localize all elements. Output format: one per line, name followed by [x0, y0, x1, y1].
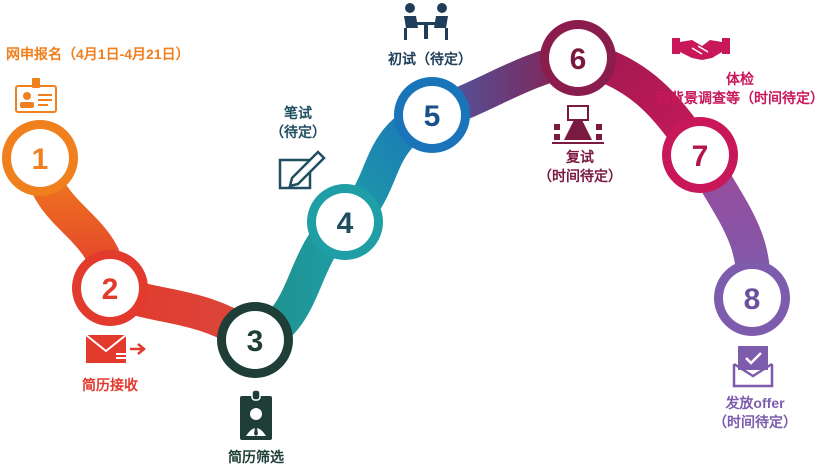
step-number-5: 5: [424, 100, 441, 133]
mail-send-icon: [85, 334, 146, 363]
step-number-3: 3: [247, 325, 264, 358]
step-number-1: 1: [32, 143, 49, 176]
step-node-4: 4: [307, 184, 383, 260]
id-card-icon: [15, 78, 57, 113]
step-node-2: 2: [72, 250, 148, 326]
step-number-4: 4: [337, 207, 354, 240]
step-label-5: 初试（待定）: [388, 51, 472, 67]
step-label-2: 简历接收: [82, 377, 138, 393]
meeting-room-icon: [552, 105, 604, 144]
step-node-3: 3: [217, 302, 293, 378]
step-number-7: 7: [692, 140, 709, 173]
interview-table-icon: [404, 3, 448, 40]
badge-person-icon: [240, 389, 272, 440]
step-label-6: 复试 （时间待定）: [538, 149, 622, 184]
step-number-6: 6: [570, 43, 587, 76]
step-label-8: 发放offer （时间待定）: [713, 395, 797, 430]
handshake-icon: [672, 38, 730, 60]
step-number-8: 8: [744, 283, 761, 316]
step-label-7: 体检 和背景调查等（时间待定）: [656, 71, 824, 106]
step-node-8: 8: [714, 260, 790, 336]
step-node-7: 7: [662, 117, 738, 193]
step-node-5: 5: [394, 77, 470, 153]
step-number-2: 2: [102, 273, 119, 306]
step-node-1: 1: [2, 120, 78, 196]
step-node-6: 6: [540, 20, 616, 96]
step-label-1: 网申报名（4月1日-4月21日）: [6, 46, 190, 62]
offer-envelope-icon: [732, 346, 774, 388]
step-label-3: 简历筛选: [228, 449, 284, 465]
step-label-4: 笔试 （待定）: [270, 105, 326, 140]
pen-write-icon: [278, 150, 326, 190]
